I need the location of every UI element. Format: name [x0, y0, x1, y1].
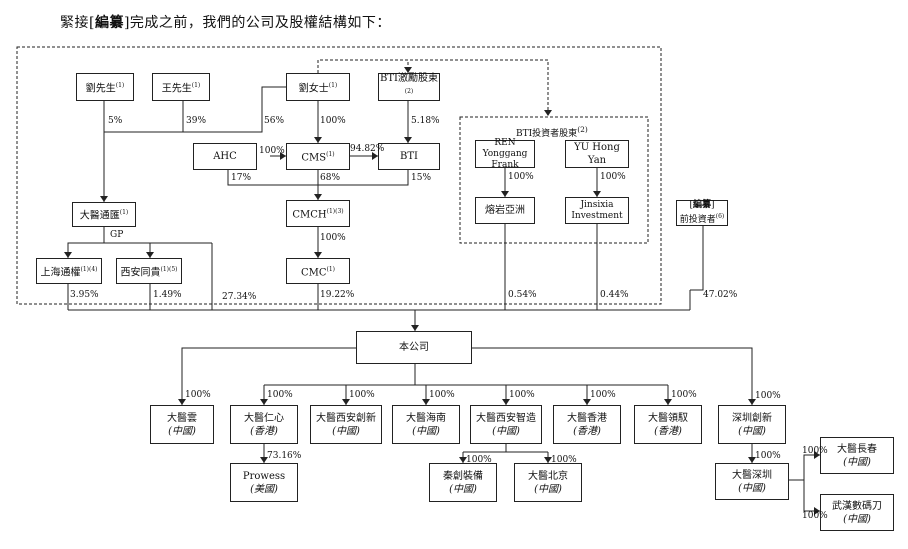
- node-dayi-xian-zhizao: 大醫西安智造(中國): [470, 405, 542, 444]
- node-dayi-renxin: 大醫仁心(香港): [230, 405, 298, 444]
- label-cms-bti: 94.82%: [350, 144, 385, 154]
- label-gp: GP: [110, 230, 124, 240]
- node-bti: BTI: [378, 143, 440, 170]
- label-pre-investors-4702: 47.02%: [703, 290, 738, 300]
- label-prowess-7316: 73.16%: [267, 451, 302, 461]
- label-wang-39: 39%: [186, 116, 207, 126]
- label-jinsixia-044: 0.44%: [600, 290, 629, 300]
- node-qinchuang: 秦創裝備(中國): [429, 463, 497, 502]
- node-mr-liu: 劉先生(1): [76, 73, 134, 101]
- label-sub-renxin: 100%: [267, 390, 293, 400]
- node-shenzhen-chuangxin: 深圳創新(中國): [718, 405, 786, 444]
- node-company: 本公司: [356, 331, 472, 364]
- node-cmc: CMC(1): [286, 258, 350, 284]
- label-rongyan-054: 0.54%: [508, 290, 537, 300]
- label-msliu-56: 56%: [264, 116, 285, 126]
- label-wuhan-100: 100%: [802, 511, 828, 521]
- label-yu-100: 100%: [600, 172, 626, 182]
- label-ahc-100: 100%: [259, 146, 285, 156]
- node-wuhan-shumadao: 武漢數碼刀(中國): [820, 494, 894, 531]
- node-dayi-tonghui: 大醫通匯(1): [72, 202, 136, 227]
- label-bti-15: 15%: [411, 173, 432, 183]
- node-pre-investors: [編纂]前投資者(6): [676, 200, 728, 226]
- label-qinchuang-100: 100%: [466, 455, 492, 465]
- node-rongyan-asia: 熔岩亞洲: [475, 197, 535, 224]
- label-shenzhen-100: 100%: [755, 451, 781, 461]
- node-bti-incentive: BTI激勵股東(2): [378, 73, 440, 101]
- label-bti-518: 5.18%: [411, 116, 440, 126]
- label-liu-5: 5%: [108, 116, 123, 126]
- node-dayi-shenzhen: 大醫深圳(中國): [715, 463, 789, 500]
- node-dayi-xian-chuangxin: 大醫西安創新(中國): [310, 405, 382, 444]
- label-ren-100: 100%: [508, 172, 534, 182]
- node-mr-wang: 王先生(1): [152, 73, 210, 101]
- label-shanghai-395: 3.95%: [70, 290, 99, 300]
- label-cmch-100: 100%: [320, 233, 346, 243]
- node-ren-yonggang: REN Yonggang Frank: [475, 138, 535, 170]
- label-cmc-1922: 19.22%: [320, 290, 355, 300]
- label-msliu-cms: 100%: [320, 116, 346, 126]
- label-sub-hainan: 100%: [429, 390, 455, 400]
- node-cms: CMS(1): [286, 143, 350, 170]
- label-sub-xian-cx: 100%: [349, 390, 375, 400]
- node-dayi-beijing: 大醫北京(中國): [514, 463, 582, 502]
- node-dayi-lingyu: 大醫領馭(香港): [634, 405, 702, 444]
- node-xian-tonggui: 西安同貴(1)(5): [116, 258, 182, 284]
- label-changchun-100: 100%: [802, 446, 828, 456]
- control-group-border: [16, 46, 662, 305]
- intro-sentence: 緊接[編纂]完成之前，我們的公司及股權結構如下：: [60, 15, 391, 31]
- node-prowess: Prowess(美國): [230, 463, 298, 502]
- label-sub-lingyu: 100%: [671, 390, 697, 400]
- label-xian-149: 1.49%: [153, 290, 182, 300]
- node-dayi-changchun: 大醫長春(中國): [820, 437, 894, 474]
- label-tonghui-2734: 27.34%: [222, 292, 257, 302]
- label-beijing-100: 100%: [551, 455, 577, 465]
- investor-group-title: BTI投資者股東(2): [516, 125, 588, 139]
- node-dayi-hainan: 大醫海南(中國): [392, 405, 460, 444]
- label-sub-xian-zz: 100%: [509, 390, 535, 400]
- label-sub-hk: 100%: [590, 390, 616, 400]
- label-cms-68: 68%: [320, 173, 341, 183]
- label-sub-sz-cx: 100%: [755, 391, 781, 401]
- investor-group-border: [459, 116, 649, 244]
- label-ahc-17: 17%: [231, 173, 252, 183]
- node-jinsixia: Jinsixia Investment: [565, 197, 629, 224]
- node-cmch: CMCH(1)(3): [286, 200, 350, 227]
- node-yu-hong-yan: YU Hong Yan: [565, 140, 629, 168]
- node-ms-liu: 劉女士(1): [286, 73, 350, 101]
- node-dayi-hk: 大醫香港(香港): [553, 405, 621, 444]
- node-dayi-yun: 大醫雲(中國): [150, 405, 214, 444]
- node-shanghai-tongquan: 上海通權(1)(4): [36, 258, 102, 284]
- label-sub-yun: 100%: [185, 390, 211, 400]
- node-ahc: AHC: [193, 143, 257, 170]
